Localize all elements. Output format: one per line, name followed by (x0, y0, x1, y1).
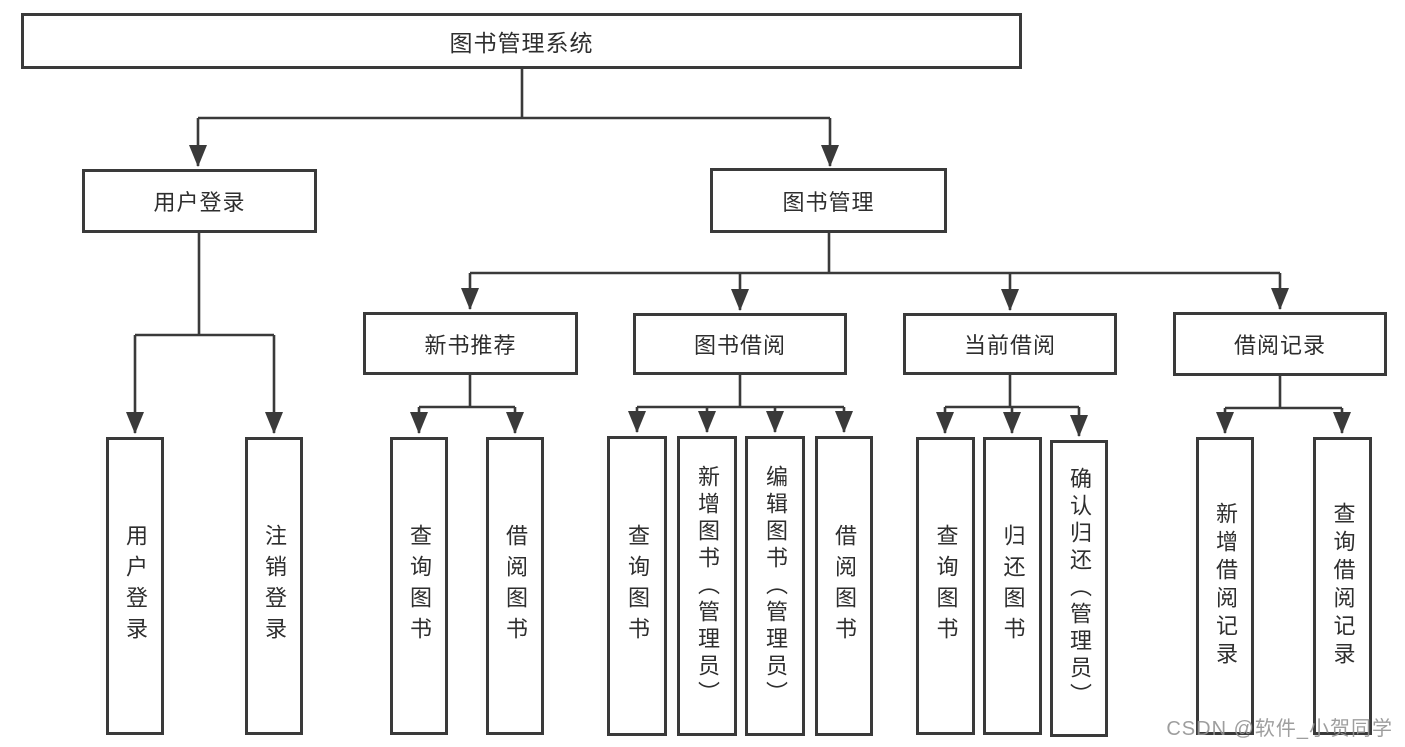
node-leaf-query-books-2: 查询图书 (607, 436, 667, 736)
node-new-book-recommend: 新书推荐 (363, 312, 578, 375)
node-book-borrowing: 图书借阅 (633, 313, 847, 375)
node-library-management-system: 图书管理系统 (21, 13, 1022, 69)
node-leaf-confirm-return-admin: 确认归还（管理员） (1050, 440, 1108, 737)
node-leaf-add-borrow-record: 新增借阅记录 (1196, 437, 1254, 735)
node-user-login: 用户登录 (82, 169, 317, 233)
node-leaf-query-borrow-record: 查询借阅记录 (1313, 437, 1372, 735)
node-leaf-borrow-books-2: 借阅图书 (815, 436, 873, 736)
node-leaf-borrow-books-1: 借阅图书 (486, 437, 544, 735)
node-leaf-query-books-3: 查询图书 (916, 437, 975, 735)
node-leaf-add-book-admin: 新增图书（管理员） (677, 436, 737, 736)
node-leaf-user-login: 用户登录 (106, 437, 164, 735)
node-book-management: 图书管理 (710, 168, 947, 233)
node-leaf-return-book: 归还图书 (983, 437, 1042, 735)
node-current-borrowing: 当前借阅 (903, 313, 1117, 375)
node-borrowing-records: 借阅记录 (1173, 312, 1387, 376)
node-leaf-logout: 注销登录 (245, 437, 303, 735)
node-leaf-query-books-1: 查询图书 (390, 437, 448, 735)
node-leaf-edit-book-admin: 编辑图书（管理员） (745, 436, 805, 736)
